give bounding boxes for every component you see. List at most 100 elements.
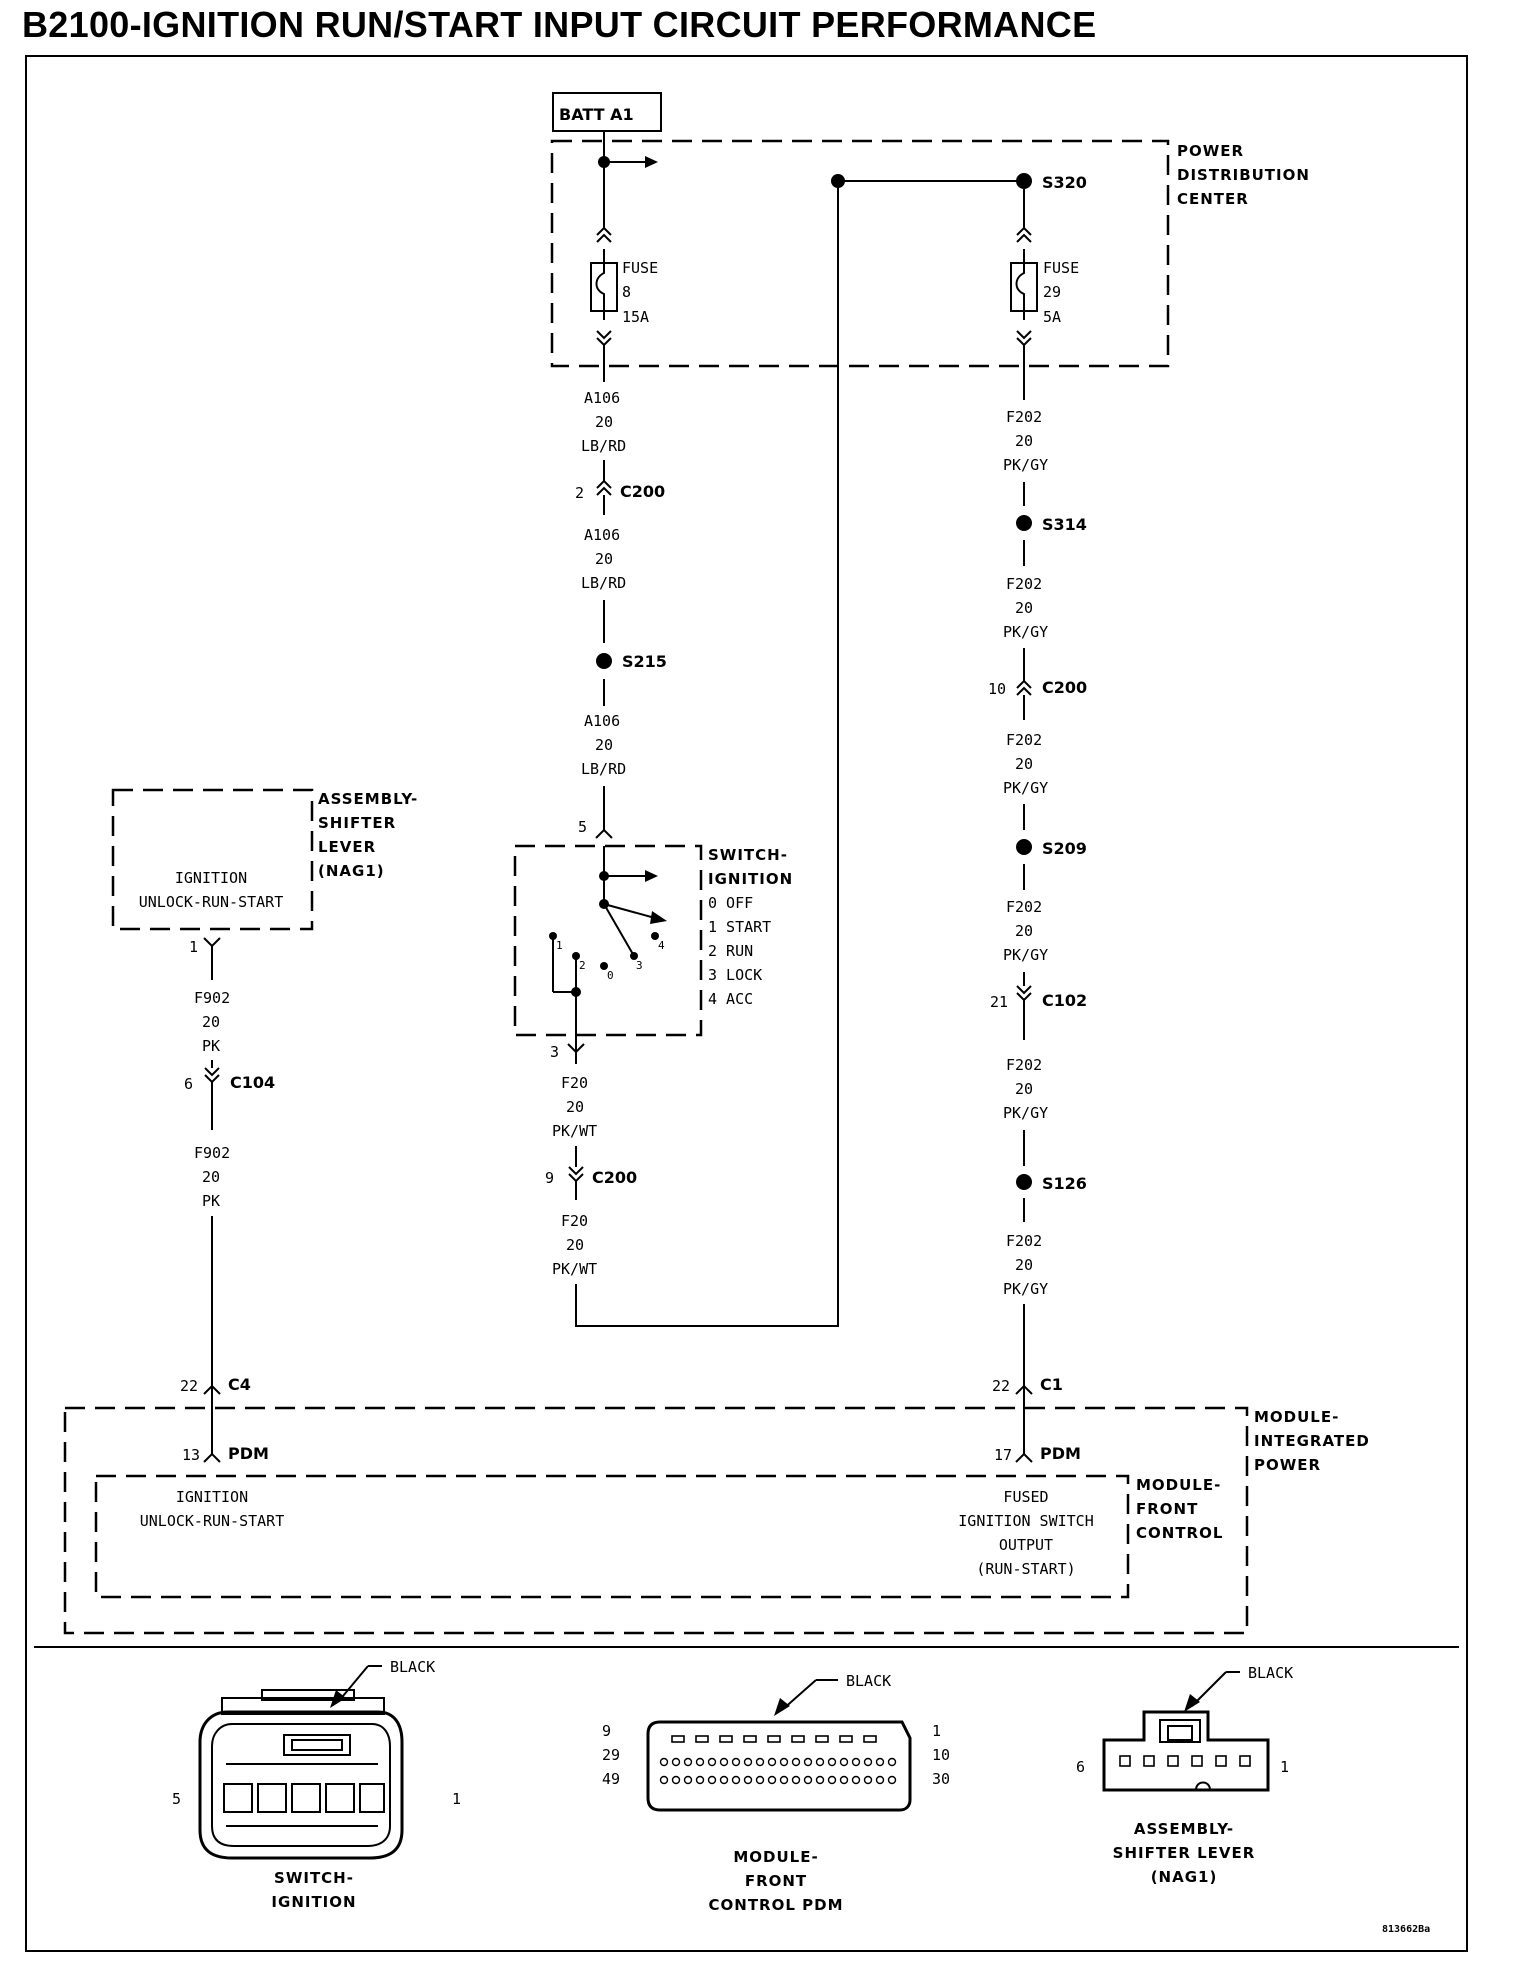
connector-pin: 6 <box>184 1075 193 1093</box>
view-label: CONTROL PDM <box>709 1896 844 1914</box>
pin-cavity <box>1215 1755 1227 1767</box>
shifter-lever-box <box>111 788 314 931</box>
wire-label: 20 <box>202 1013 220 1031</box>
mfc-input-label: OUTPUT <box>999 1536 1053 1554</box>
splice-label: S126 <box>1042 1174 1087 1193</box>
wire-label: F20 <box>561 1074 588 1092</box>
wire-label: F202 <box>1006 1056 1042 1074</box>
wire-label: PK/GY <box>1003 1280 1048 1298</box>
fuse8-label: 8 <box>622 283 631 301</box>
wire-label: 20 <box>566 1098 584 1116</box>
pin-cavity <box>791 1735 805 1743</box>
connector-pdm-icon <box>203 1453 221 1463</box>
wire-label: PK/GY <box>1003 456 1048 474</box>
switch-contact <box>630 952 638 960</box>
pin-cavity <box>659 1775 669 1785</box>
pin-cavity <box>755 1775 765 1785</box>
fuse8-label: FUSE <box>622 259 658 277</box>
connector-label: PDM <box>1040 1444 1081 1463</box>
sw-cavity <box>291 1783 321 1813</box>
connector-pin: 22 <box>992 1377 1010 1395</box>
connector-label: C200 <box>620 482 665 501</box>
splice-s320 <box>1016 173 1032 189</box>
pin-cavity <box>875 1775 885 1785</box>
color-label: BLACK <box>1248 1664 1293 1682</box>
black-leader-arrow <box>774 1698 790 1716</box>
pin-label: 30 <box>932 1770 950 1788</box>
sh-connector-shell <box>1102 1710 1270 1792</box>
switch-label: IGNITION <box>708 870 793 888</box>
switch-arrow-head <box>645 870 658 882</box>
wire-label: 20 <box>1015 1256 1033 1274</box>
connector-pin: 1 <box>189 938 198 956</box>
wire-label: F202 <box>1006 898 1042 916</box>
connector-pin: 10 <box>988 680 1006 698</box>
fuse29-bottom-terminal-icon <box>1016 330 1032 346</box>
switch-position: 0 OFF <box>708 894 753 912</box>
shifter-label: ASSEMBLY- <box>318 790 418 808</box>
mfc-input-label: FUSED <box>1003 1488 1048 1506</box>
connector-c200-icon <box>596 480 612 496</box>
fuse29-label: FUSE <box>1043 259 1079 277</box>
sw-key <box>291 1739 343 1751</box>
switch-contact-label: 1 <box>556 939 563 952</box>
sw-cavity <box>359 1783 385 1813</box>
mfc-input-label: IGNITION SWITCH <box>958 1512 1093 1530</box>
wire-label: F202 <box>1006 731 1042 749</box>
ignition-switch-box <box>513 844 703 1037</box>
pin-cavity <box>815 1775 825 1785</box>
pin-cavity <box>803 1757 813 1767</box>
connector-label: C1 <box>1040 1375 1063 1394</box>
wire-label: PK <box>202 1037 220 1055</box>
pin-cavity <box>803 1775 813 1785</box>
splice-s215 <box>596 653 612 669</box>
mfc-label: MODULE- <box>1136 1476 1221 1494</box>
connector-c200-icon <box>568 1166 584 1182</box>
pin-label: 1 <box>932 1722 941 1740</box>
wire-label: 20 <box>1015 922 1033 940</box>
pin-label: 6 <box>1076 1758 1085 1776</box>
pin-cavity <box>851 1757 861 1767</box>
pdc-label: POWER <box>1177 142 1244 160</box>
switch-position: 1 START <box>708 918 771 936</box>
wire-label: PK/WT <box>552 1122 597 1140</box>
pin-cavity <box>863 1735 877 1743</box>
pin-cavity <box>743 1757 753 1767</box>
wire-label: 20 <box>595 413 613 431</box>
pin-cavity <box>863 1757 873 1767</box>
mfc-input-label: IGNITION <box>176 1488 248 1506</box>
switch-contact-label: 4 <box>658 939 665 952</box>
sw-connector-shell <box>198 1710 404 1860</box>
view-label: ASSEMBLY- <box>1134 1820 1234 1838</box>
shifter-label: SHIFTER <box>318 814 396 832</box>
splice-s209 <box>1016 839 1032 855</box>
wire-label: PK/WT <box>552 1260 597 1278</box>
mfc-pdm-connector-view <box>646 1720 912 1812</box>
connector-pin: 17 <box>994 1446 1012 1464</box>
connector-label: C104 <box>230 1073 275 1092</box>
pin-cavity <box>863 1775 873 1785</box>
pin-cavity <box>887 1757 897 1767</box>
view-label: SWITCH- <box>274 1869 354 1887</box>
pin-cavity <box>791 1757 801 1767</box>
sw-key <box>283 1734 351 1756</box>
fuse8-label: 15A <box>622 308 649 326</box>
wire-label: PK <box>202 1192 220 1210</box>
pin-cavity <box>839 1735 853 1743</box>
fuse29-label: 5A <box>1043 308 1061 326</box>
connector-pin: 22 <box>180 1377 198 1395</box>
pin-label: 1 <box>452 1790 461 1808</box>
sh-latch <box>1159 1719 1201 1743</box>
pin-cavity <box>707 1775 717 1785</box>
sh-latch <box>1167 1725 1193 1741</box>
mip-label: MODULE- <box>1254 1408 1339 1426</box>
wire-label: F902 <box>194 989 230 1007</box>
pin-cavity <box>767 1735 781 1743</box>
sw-cavity <box>257 1783 287 1813</box>
connector-label: C200 <box>1042 678 1087 697</box>
connector-pin: 21 <box>990 993 1008 1011</box>
bus-arrow-head <box>645 156 658 168</box>
pin-cavity <box>707 1757 717 1767</box>
switch-contact <box>600 962 608 970</box>
switch-contact <box>651 932 659 940</box>
